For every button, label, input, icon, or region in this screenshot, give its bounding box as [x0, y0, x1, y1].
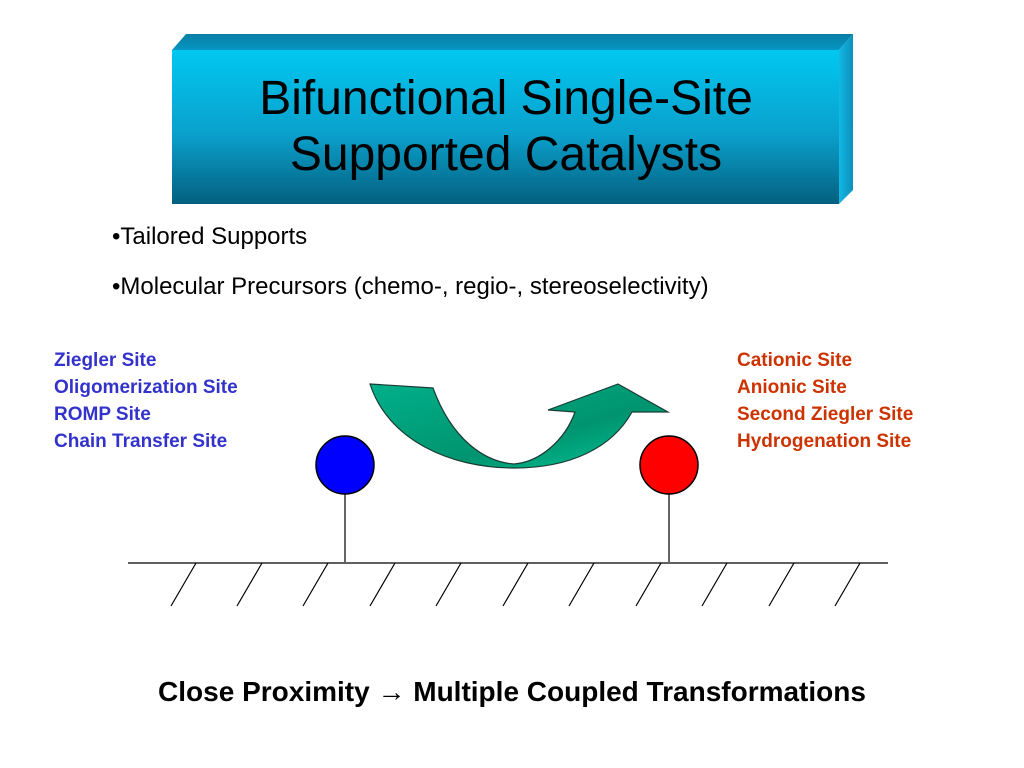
footer-caption: Close Proximity → Multiple Coupled Trans…	[0, 672, 1024, 712]
bullet-list: •Tailored Supports •Molecular Precursors…	[112, 222, 709, 322]
title-box-top	[172, 34, 853, 50]
hatch-mark	[369, 562, 396, 607]
bullet-item: •Tailored Supports	[112, 223, 308, 250]
hatch-mark	[502, 562, 529, 607]
slide-title: Bifunctional Single-Site Supported Catal…	[172, 50, 840, 204]
transfer-arrow	[369, 383, 671, 469]
title-box-side	[839, 34, 853, 204]
right-arrow-icon: →	[377, 676, 406, 707]
left-site-label: Oligomerization Site	[54, 377, 238, 398]
title-line-2: Supported Catalysts	[289, 128, 723, 181]
hatch-mark	[701, 562, 728, 607]
hatch-mark	[768, 562, 795, 607]
hatch-mark	[236, 562, 263, 607]
hatch-mark	[635, 562, 662, 607]
right-site-label: Hydrogenation Site	[737, 431, 912, 452]
left-site-label: ROMP Site	[54, 404, 151, 425]
hatch-mark	[170, 562, 197, 607]
right-site-label: Cationic Site	[737, 350, 853, 371]
title-box-front	[172, 50, 839, 204]
right-site-label: Second Ziegler Site	[737, 404, 914, 425]
left-catalyst-site	[315, 435, 375, 495]
bullet-item: •Molecular Precursors (chemo-, regio-, s…	[112, 273, 709, 300]
right-catalyst-site	[639, 435, 699, 495]
hatch-mark	[435, 562, 462, 607]
left-site-label: Ziegler Site	[54, 350, 157, 371]
support-hatching	[170, 562, 861, 607]
left-site-label: Chain Transfer Site	[54, 431, 228, 452]
title-line-1: Bifunctional Single-Site	[259, 72, 753, 125]
left-site-list: Ziegler Site Oligomerization Site ROMP S…	[54, 347, 238, 455]
right-site-list: Cationic Site Anionic Site Second Ziegle…	[737, 347, 913, 455]
footer-left-text: Close Proximity	[158, 676, 370, 707]
hatch-mark	[568, 562, 595, 607]
hatch-mark	[834, 562, 861, 607]
footer-right-text: Multiple Coupled Transformations	[413, 676, 866, 707]
hatch-mark	[302, 562, 329, 607]
right-site-label: Anionic Site	[737, 377, 847, 398]
